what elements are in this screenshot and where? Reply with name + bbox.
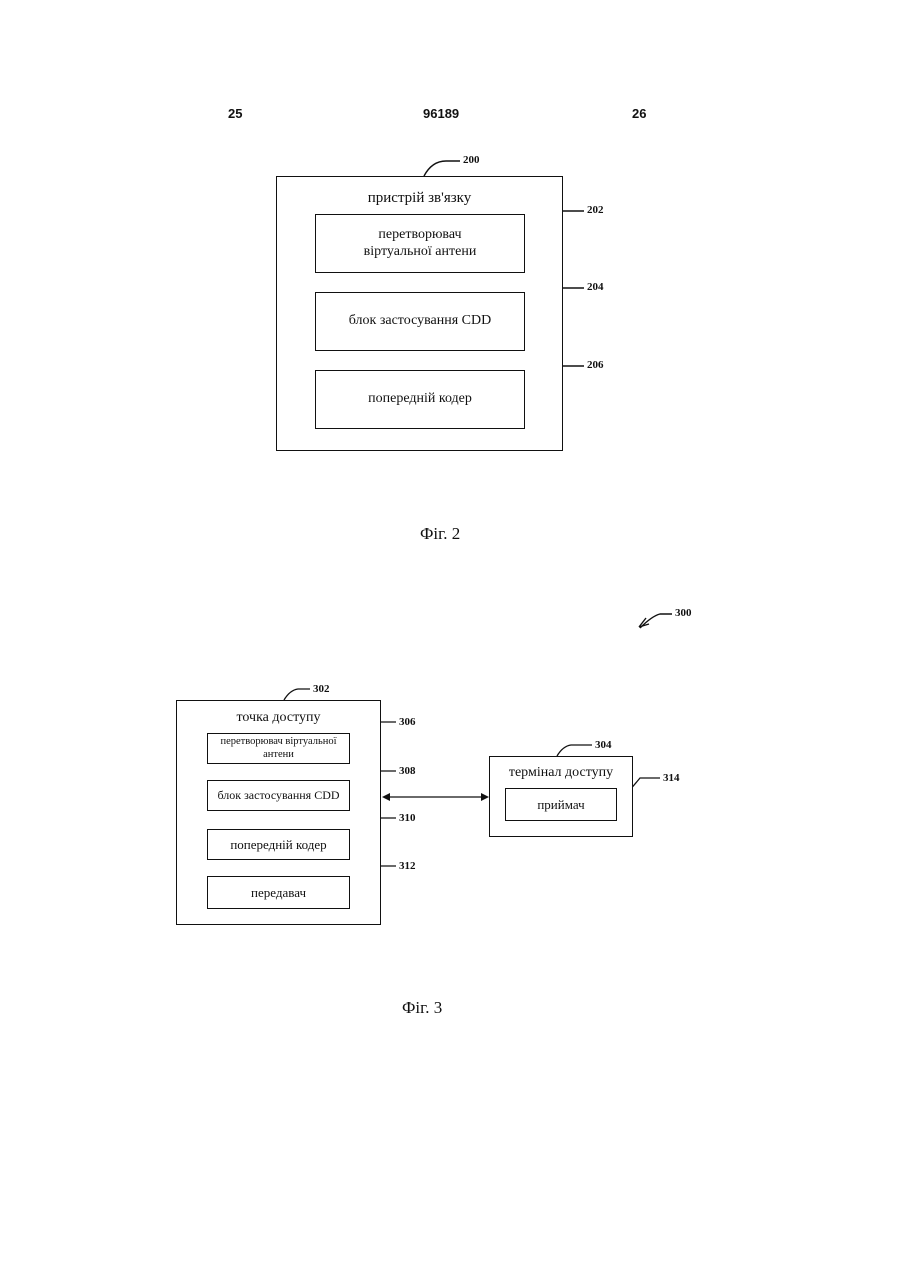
ref-label-314: 314 — [663, 772, 680, 784]
cdd-block: блок застосування CDD — [315, 292, 525, 351]
ap-precoder-block-label: попередній кодер — [230, 837, 326, 853]
receiver-block-label: приймач — [537, 797, 584, 813]
ap-transmitter-block-label: передавач — [251, 885, 306, 901]
link-arrow-right — [481, 793, 489, 801]
ref-label-308: 308 — [399, 765, 416, 777]
leader-line-304 — [557, 745, 592, 756]
ref-label-200: 200 — [463, 154, 480, 166]
ap-cdd-block-label: блок застосування CDD — [217, 788, 339, 802]
ap-precoder-block: попередній кодер — [207, 829, 350, 860]
virtual-antenna-mapper-block: перетворювач віртуальної антени — [315, 214, 525, 273]
figure-3-caption: Фіг. 3 — [402, 998, 442, 1018]
ref-label-300: 300 — [675, 607, 692, 619]
ref-label-302: 302 — [313, 683, 330, 695]
ref-label-202: 202 — [587, 204, 604, 216]
ref-label-304: 304 — [595, 739, 612, 751]
precoder-block-label: попередній кодер — [368, 391, 472, 408]
ap-transmitter-block: передавач — [207, 876, 350, 909]
ap-virtual-antenna-mapper-block: перетворювач віртуальної антени — [207, 733, 350, 764]
ref-label-306: 306 — [399, 716, 416, 728]
communication-device-title: пристрій зв'язку — [276, 190, 563, 207]
ref-label-310: 310 — [399, 812, 416, 824]
ref-label-312: 312 — [399, 860, 416, 872]
virtual-antenna-mapper-label: перетворювач віртуальної антени — [345, 227, 495, 261]
link-arrow-left — [382, 793, 390, 801]
leader-line-200 — [424, 161, 460, 176]
ap-virtual-antenna-mapper-label: перетворювач віртуальної антени — [211, 736, 346, 761]
figure-2-caption: Фіг. 2 — [420, 524, 460, 544]
access-terminal-title: термінал доступу — [489, 765, 633, 781]
cdd-block-label: блок застосування CDD — [349, 313, 491, 330]
receiver-block: приймач — [505, 788, 617, 821]
ref-label-204: 204 — [587, 281, 604, 293]
precoder-block: попередній кодер — [315, 370, 525, 429]
ap-cdd-block: блок застосування CDD — [207, 780, 350, 811]
ref-label-206: 206 — [587, 359, 604, 371]
access-point-title: точка доступу — [176, 710, 381, 726]
leader-line-302 — [284, 689, 310, 700]
arrowhead-300 — [639, 618, 649, 627]
